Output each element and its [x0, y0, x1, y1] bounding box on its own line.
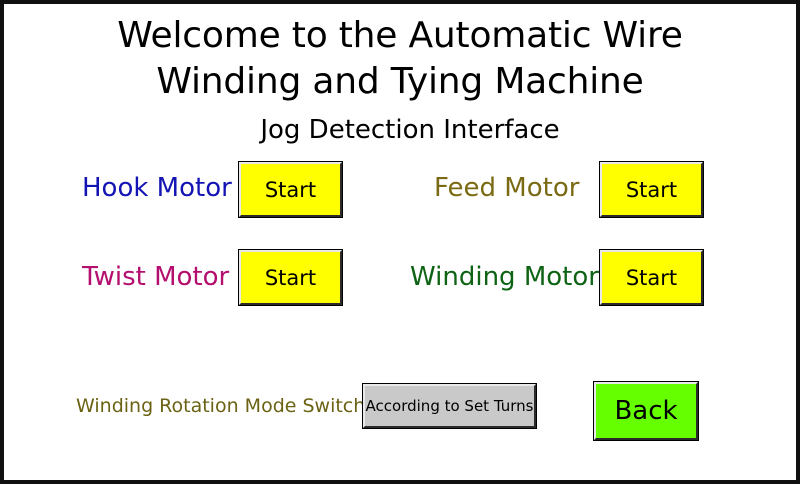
hook-motor-label: Hook Motor	[82, 173, 232, 203]
feed-motor-start-button[interactable]: Start	[599, 161, 704, 218]
winding-motor-label: Winding Motor	[410, 262, 599, 292]
page-title-line-2: Winding and Tying Machine	[156, 61, 644, 102]
winding-rotation-mode-switch-button[interactable]: According to Set Turns	[362, 383, 537, 429]
feed-motor-label: Feed Motor	[434, 173, 580, 203]
winding-motor-start-button[interactable]: Start	[599, 249, 704, 306]
back-button[interactable]: Back	[593, 381, 699, 441]
twist-motor-start-button[interactable]: Start	[238, 249, 343, 306]
page-subtitle: Jog Detection Interface	[260, 115, 560, 145]
winding-rotation-mode-label: Winding Rotation Mode Switch	[76, 395, 366, 417]
page-title-line-1: Welcome to the Automatic Wire	[117, 15, 683, 56]
twist-motor-label: Twist Motor	[82, 262, 230, 292]
hook-motor-start-button[interactable]: Start	[238, 161, 343, 218]
